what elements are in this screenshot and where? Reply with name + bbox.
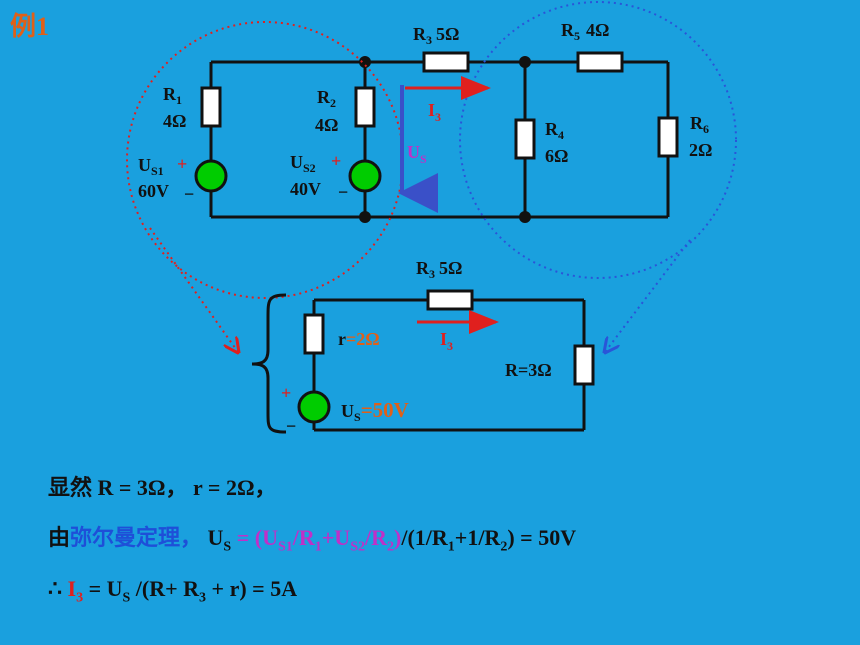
label-r2: R2 <box>317 87 336 110</box>
dotted-arrow-left <box>149 227 238 352</box>
statement-line-2: 由弥尔曼定理， US = (US1/R1+US2/R2)/(1/R1+1/R2)… <box>48 525 577 555</box>
value-us1: 60V <box>138 181 169 201</box>
label-i3-top: I3 <box>428 100 441 124</box>
resistor-r-internal <box>303 313 325 355</box>
resistor-r-load <box>573 344 595 386</box>
label-r4: R4 <box>545 119 564 142</box>
resistor-r6 <box>657 116 679 158</box>
value-us2: 40V <box>290 179 321 199</box>
junction-dots <box>359 56 531 223</box>
resistor-r3 <box>422 51 470 73</box>
value-r4: 6Ω <box>545 146 568 166</box>
dotted-circle-right <box>459 1 737 279</box>
top-resistors <box>200 51 679 160</box>
label-i3-equiv: I3 <box>440 329 453 353</box>
minus-us2: − <box>338 182 348 202</box>
label-r-internal: r=2Ω <box>338 329 380 349</box>
resistor-r5 <box>576 51 624 73</box>
source-us1 <box>194 159 228 193</box>
minus-us-equiv: − <box>286 416 296 436</box>
label-us1: US1 <box>138 155 164 178</box>
plus-us2: + <box>331 151 341 171</box>
statement-line-1: 显然 R = 3Ω， r = 2Ω， <box>48 475 277 500</box>
label-us-top: US <box>407 142 427 166</box>
plus-us1: + <box>177 154 187 174</box>
value-r6: 2Ω <box>689 140 712 160</box>
label-us2: US2 <box>290 152 316 175</box>
label-r6: R6 <box>690 113 709 136</box>
top-circuit <box>209 60 670 219</box>
dotted-arrow-right <box>605 239 691 352</box>
label-r1: R1 <box>163 84 182 107</box>
resistor-r2 <box>354 86 376 128</box>
resistor-r4 <box>514 118 536 160</box>
label-r-load: R=3Ω <box>505 360 552 380</box>
value-r1: 4Ω <box>163 111 186 131</box>
statement-line-3: ∴ I3 = US /(R+ R3 + r) = 5A <box>48 576 298 606</box>
minus-us1: − <box>184 184 194 204</box>
label-us-equiv: US=50V <box>341 398 409 424</box>
curly-brace <box>251 293 287 434</box>
resistor-r3-equiv <box>426 289 474 311</box>
plus-us-equiv: + <box>281 383 291 403</box>
example-title: 例1 <box>10 12 50 41</box>
resistor-r1 <box>200 86 222 128</box>
value-r2: 4Ω <box>315 115 338 135</box>
source-us-equiv <box>297 390 331 424</box>
source-us2 <box>348 159 382 193</box>
